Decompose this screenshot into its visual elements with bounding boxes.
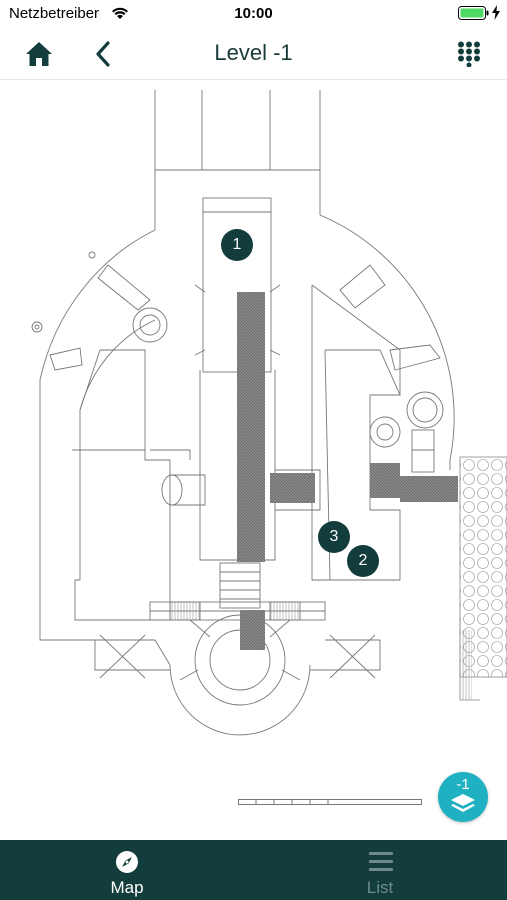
chevron-left-icon	[96, 41, 110, 67]
carrier-name: Netzbetreiber	[9, 5, 100, 22]
floor-plan-map[interactable]: 1 3 2 -1	[0, 80, 507, 840]
tab-map[interactable]: Map	[77, 840, 177, 900]
battery-icon	[458, 6, 490, 25]
charging-icon	[492, 5, 500, 24]
home-icon	[26, 42, 52, 66]
scale-bar	[238, 799, 422, 805]
tab-list[interactable]: List	[330, 840, 430, 900]
keypad-icon	[458, 41, 480, 67]
status-time: 10:00	[234, 5, 273, 22]
keypad-button[interactable]	[451, 36, 487, 72]
tab-bar: Map List	[0, 840, 507, 900]
page-title: Level -1	[214, 40, 293, 65]
back-button[interactable]	[85, 36, 121, 72]
wifi-icon	[110, 5, 130, 25]
current-level: -1	[456, 776, 470, 793]
status-bar: Netzbetreiber 10:00	[0, 0, 507, 28]
floor-plan-drawing	[31, 90, 507, 736]
map-marker[interactable]: 3	[318, 521, 350, 553]
layers-icon	[451, 794, 475, 812]
home-button[interactable]	[21, 36, 57, 72]
nav-bar: Level -1	[0, 28, 507, 80]
tab-list-label: List	[366, 878, 394, 897]
compass-icon	[116, 851, 138, 873]
list-icon	[369, 852, 393, 871]
level-switch-button[interactable]: -1	[438, 772, 488, 822]
tab-map-label: Map	[110, 878, 144, 897]
map-marker[interactable]: 2	[347, 545, 379, 577]
map-marker[interactable]: 1	[221, 229, 253, 261]
